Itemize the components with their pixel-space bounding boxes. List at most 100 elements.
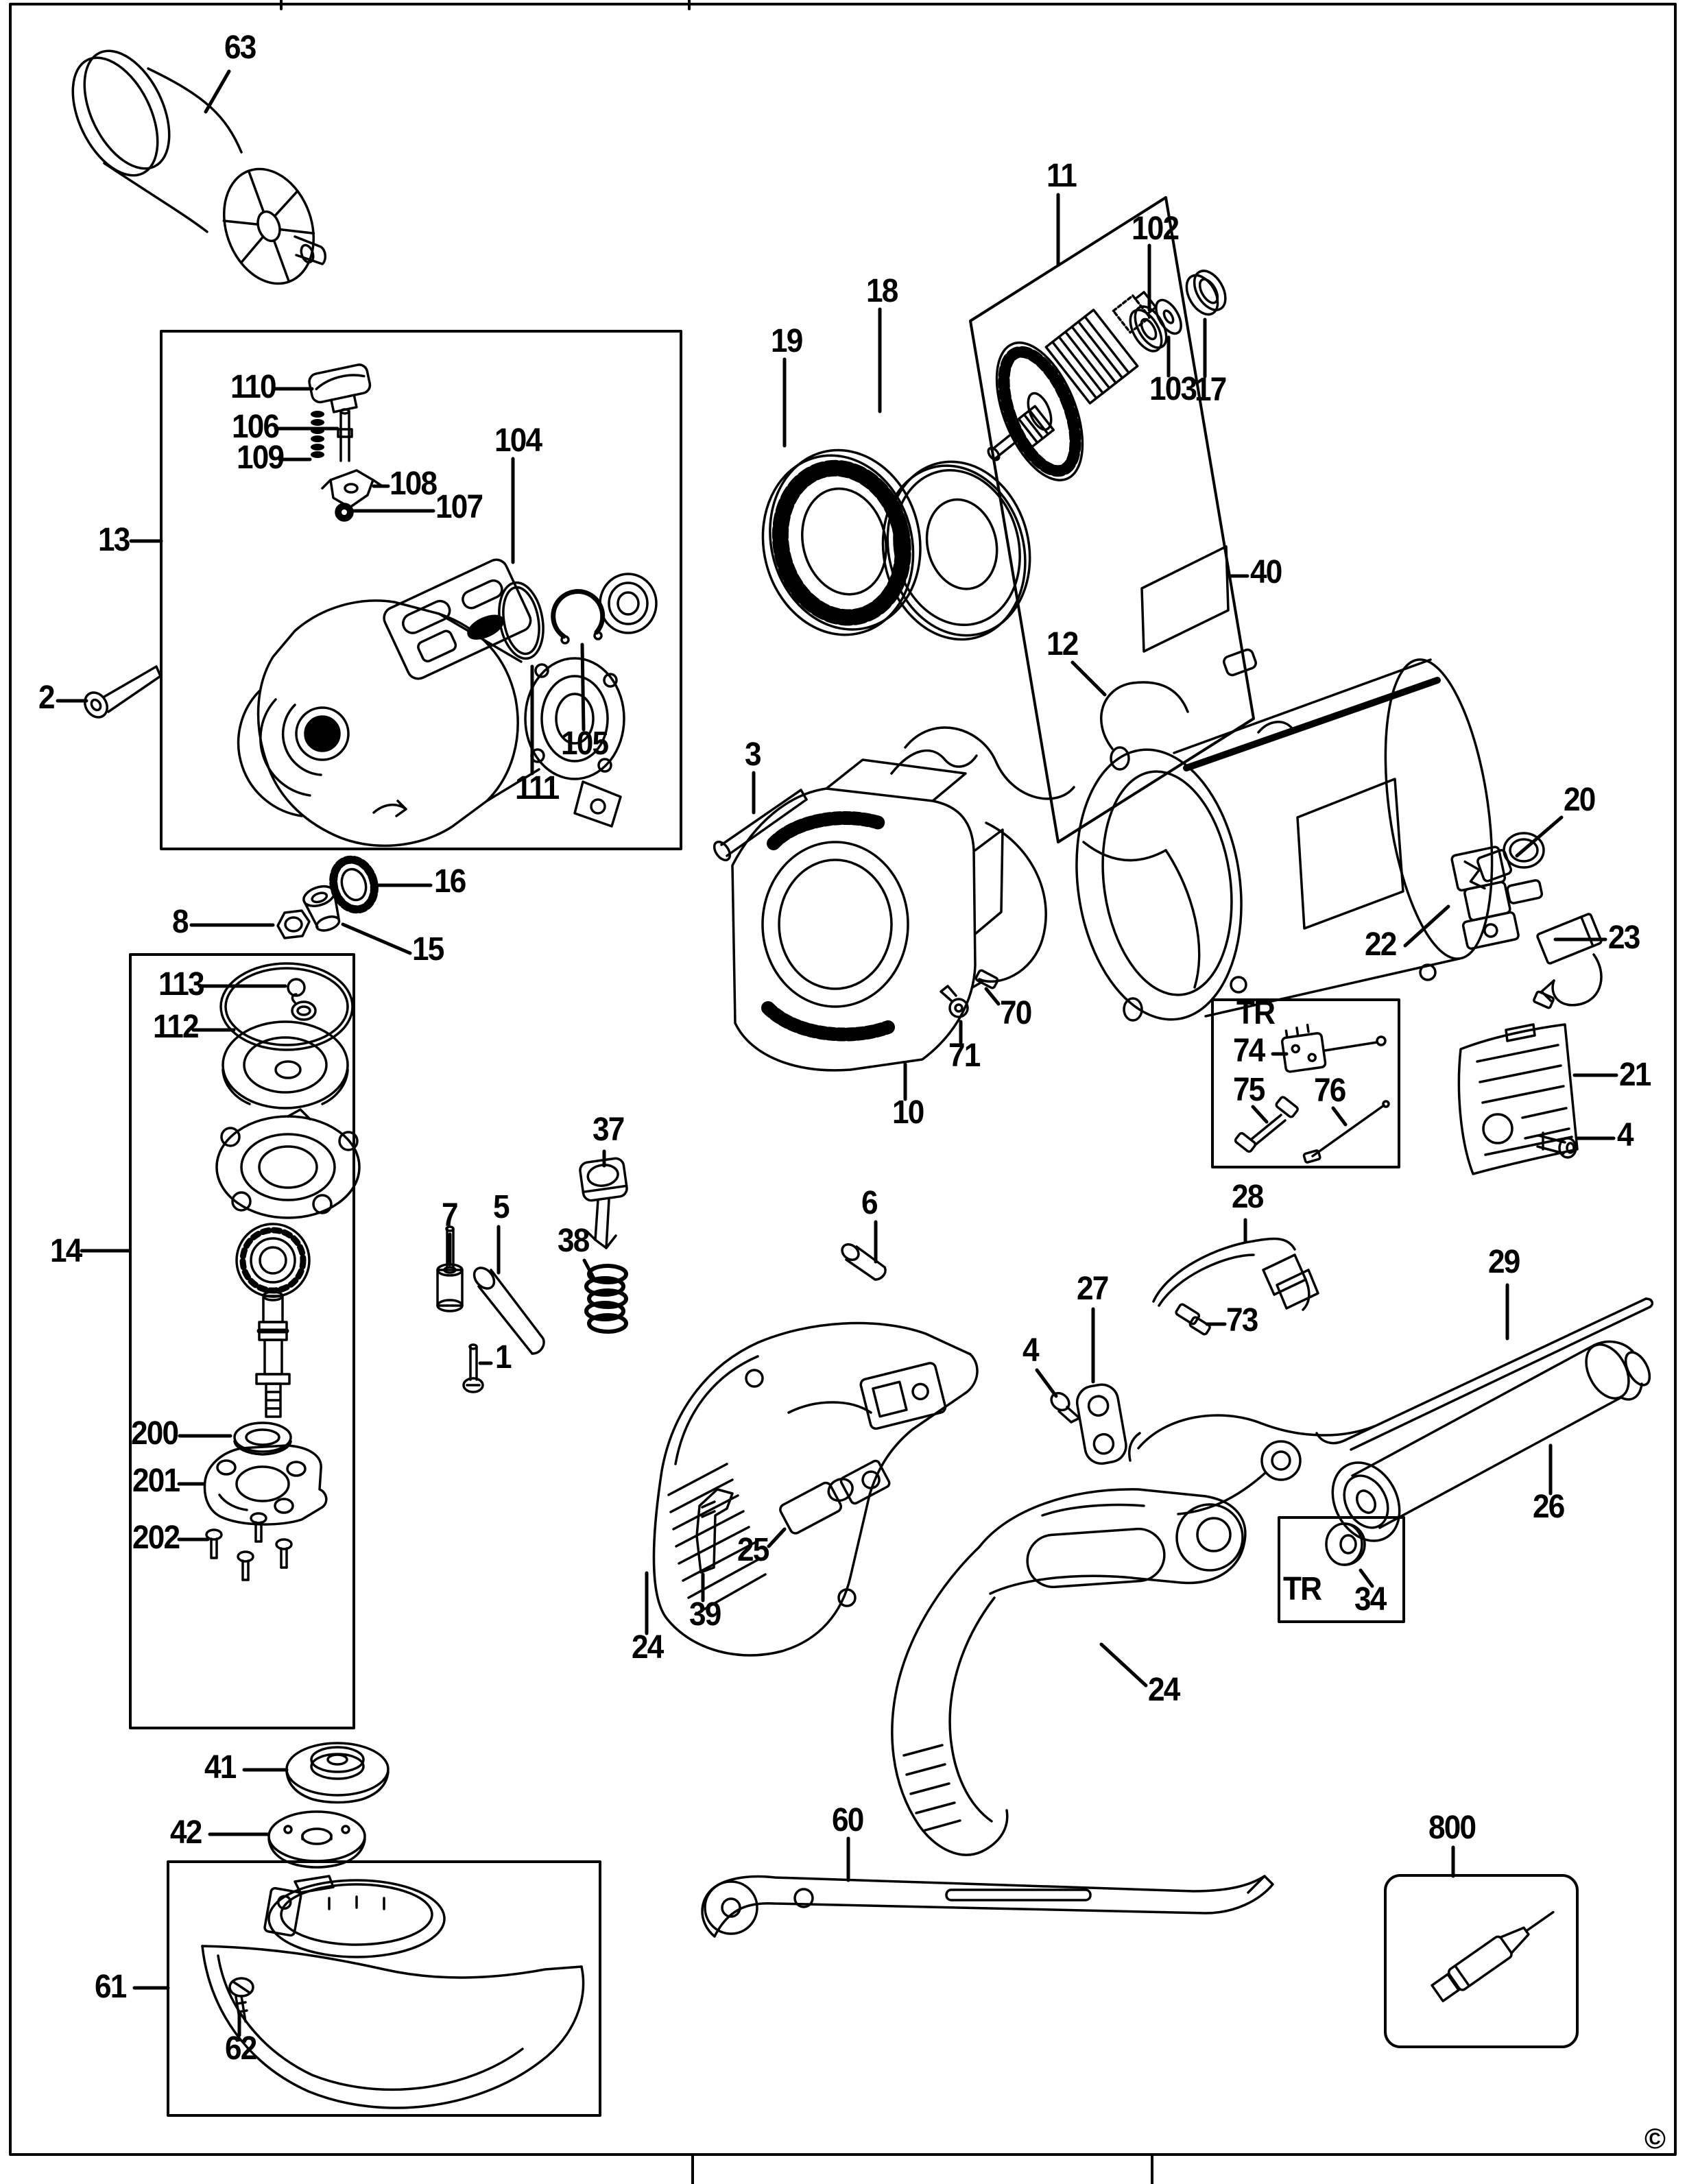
callout-202: 202 [132, 1520, 180, 1556]
leader-22 [1403, 904, 1450, 948]
leader-25 [767, 1527, 787, 1548]
callout-22: 22 [1365, 926, 1397, 963]
callout-17: 17 [1195, 372, 1227, 408]
callout-24l: 24 [632, 1629, 664, 1666]
leader-76 [1331, 1106, 1348, 1127]
group-box-13 [160, 330, 682, 850]
field-wires [1082, 841, 1201, 989]
callout-75: 75 [1233, 1072, 1265, 1108]
callout-18: 18 [866, 273, 898, 309]
group-box-14 [129, 953, 355, 1729]
part-109-spring [311, 411, 324, 458]
callout-60: 60 [832, 1802, 864, 1838]
part-4-screw-left [1050, 1391, 1081, 1424]
part-28-harness [1152, 1237, 1319, 1311]
callout-11: 11 [1046, 158, 1077, 194]
part-19-baffle-ring [761, 448, 922, 636]
callout-105: 105 [561, 725, 609, 762]
part-21-cover [1457, 1023, 1579, 1175]
callout-tr1: TR [1236, 995, 1276, 1031]
copyright-symbol: © [1644, 2122, 1666, 2155]
callout-16: 16 [434, 863, 466, 900]
callout-tr2: TR [1283, 1571, 1322, 1607]
leader-75 [1251, 1105, 1269, 1124]
part-201-plate [203, 1444, 328, 1526]
callout-74: 74 [1233, 1033, 1265, 1069]
callout-23: 23 [1608, 920, 1640, 956]
part-74-module [1280, 1023, 1387, 1073]
part-20-brush-cap [1476, 832, 1545, 883]
callout-104: 104 [494, 422, 542, 459]
part-113-ring [287, 978, 317, 1021]
callout-201: 201 [132, 1463, 180, 1499]
part-40-label [1140, 545, 1230, 653]
callout-8: 8 [172, 904, 189, 940]
callout-111: 111 [515, 770, 560, 806]
part-24-right-handle [891, 1414, 1376, 1856]
part-6-pin [841, 1243, 887, 1281]
part-34-grommet [1325, 1522, 1366, 1566]
leader-38 [582, 1258, 597, 1283]
callout-3: 3 [745, 736, 762, 773]
callout-113: 113 [158, 966, 205, 1003]
callout-19: 19 [771, 323, 803, 359]
part-11-armature [987, 291, 1182, 481]
callout-108: 108 [390, 466, 438, 502]
part-3-pin [713, 789, 808, 862]
callout-103: 103 [1149, 371, 1197, 407]
part-42-flange [267, 1810, 366, 1869]
part-12-field-case [1075, 648, 1494, 1022]
callout-800: 800 [1428, 1810, 1476, 1846]
part-107-oring [335, 503, 354, 522]
part-25-switch-module [779, 1459, 891, 1535]
callout-39: 39 [689, 1596, 721, 1633]
part-22-brush-holder [1450, 845, 1544, 950]
page-frame [9, 0, 1677, 2184]
part-800-tool [1431, 1910, 1555, 2002]
part-4-screw-right [1536, 1131, 1577, 1159]
leader-12 [1070, 660, 1107, 697]
part-8-nut [276, 909, 311, 939]
part-202-screws [205, 1512, 293, 1581]
leader-20 [1515, 815, 1564, 858]
callout-40: 40 [1250, 554, 1282, 590]
callout-28: 28 [1232, 1179, 1264, 1215]
callout-110: 110 [230, 369, 277, 405]
callout-29: 29 [1488, 1244, 1520, 1280]
callout-13: 13 [98, 522, 130, 558]
callout-34: 34 [1354, 1581, 1387, 1618]
callout-41: 41 [204, 1749, 237, 1786]
leader-105 [580, 643, 586, 732]
leader-63 [204, 69, 231, 114]
callout-62: 62 [225, 2030, 257, 2067]
part-73-terminal [1175, 1303, 1211, 1336]
part-29-rod [1315, 1297, 1654, 1451]
group-box-armature [969, 196, 1255, 843]
callout-71: 71 [948, 1037, 981, 1074]
callout-4r: 4 [1617, 1117, 1634, 1153]
callout-63: 63 [224, 29, 256, 66]
callout-14: 14 [50, 1233, 82, 1269]
leader-lines [56, 69, 1618, 2037]
group-box-tr-34 [1278, 1516, 1405, 1623]
part-105-circlip [551, 589, 606, 645]
part-39-lever [695, 1488, 734, 1574]
leader-70 [984, 987, 1001, 1006]
part-38-spring [584, 1264, 628, 1334]
part-ball-bearing [235, 1223, 311, 1298]
callout-109: 109 [237, 440, 285, 476]
callout-6: 6 [861, 1185, 878, 1221]
part-200-felt-ring [233, 1421, 292, 1456]
part-76-wire [1302, 1100, 1390, 1164]
leader-4l [1035, 1368, 1058, 1398]
part-pulley-disc [222, 1020, 349, 1109]
part-110-button [308, 363, 372, 413]
callout-5: 5 [493, 1189, 510, 1225]
callout-26: 26 [1533, 1489, 1565, 1525]
callout-2: 2 [38, 680, 56, 716]
callout-102: 102 [1132, 211, 1180, 247]
callout-107: 107 [435, 489, 483, 525]
part-63-side-handle [71, 49, 326, 285]
